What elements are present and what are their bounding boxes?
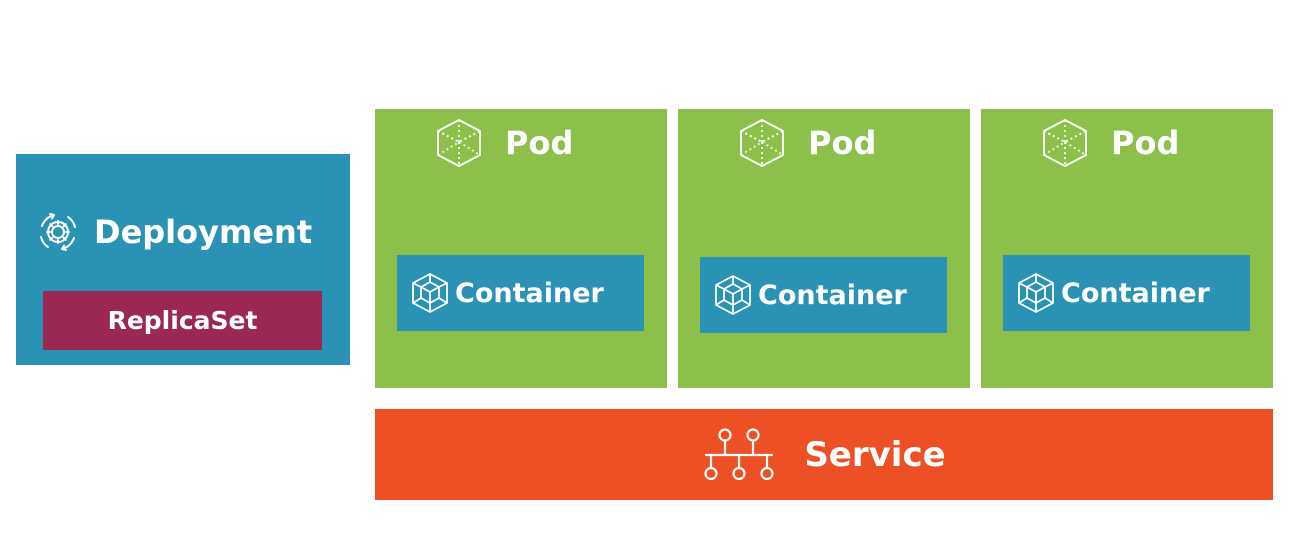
container-label: Container bbox=[758, 279, 907, 311]
pod-title: Pod bbox=[1111, 124, 1180, 162]
service-title: Service bbox=[804, 434, 946, 475]
pod-box: Pod Container bbox=[375, 109, 667, 388]
cube-icon bbox=[435, 117, 483, 169]
container-label: Container bbox=[1061, 277, 1210, 309]
network-hierarchy-icon bbox=[702, 427, 776, 483]
container-box: Container bbox=[397, 255, 644, 331]
pod-title: Pod bbox=[505, 124, 574, 162]
replicaset-label: ReplicaSet bbox=[107, 306, 258, 335]
deployment-box: Deployment ReplicaSet bbox=[16, 154, 350, 365]
container-cube-icon bbox=[1017, 272, 1055, 314]
container-cube-icon bbox=[714, 274, 752, 316]
replicaset-box: ReplicaSet bbox=[43, 291, 322, 350]
container-label: Container bbox=[455, 277, 604, 309]
container-box: Container bbox=[1003, 255, 1250, 331]
deployment-gear-cycle-icon bbox=[34, 208, 82, 256]
container-box: Container bbox=[700, 257, 947, 333]
cube-icon bbox=[1041, 117, 1089, 169]
pod-title: Pod bbox=[808, 124, 877, 162]
container-cube-icon bbox=[411, 272, 449, 314]
pod-box: Pod Container bbox=[981, 109, 1273, 388]
service-box: Service bbox=[375, 409, 1273, 500]
pod-header: Pod bbox=[435, 115, 573, 171]
deployment-header: Deployment bbox=[34, 209, 312, 255]
pod-header: Pod bbox=[1041, 115, 1179, 171]
pod-box: Pod Container bbox=[678, 109, 970, 388]
cube-icon bbox=[738, 117, 786, 169]
deployment-title: Deployment bbox=[94, 213, 313, 251]
pod-header: Pod bbox=[738, 115, 876, 171]
